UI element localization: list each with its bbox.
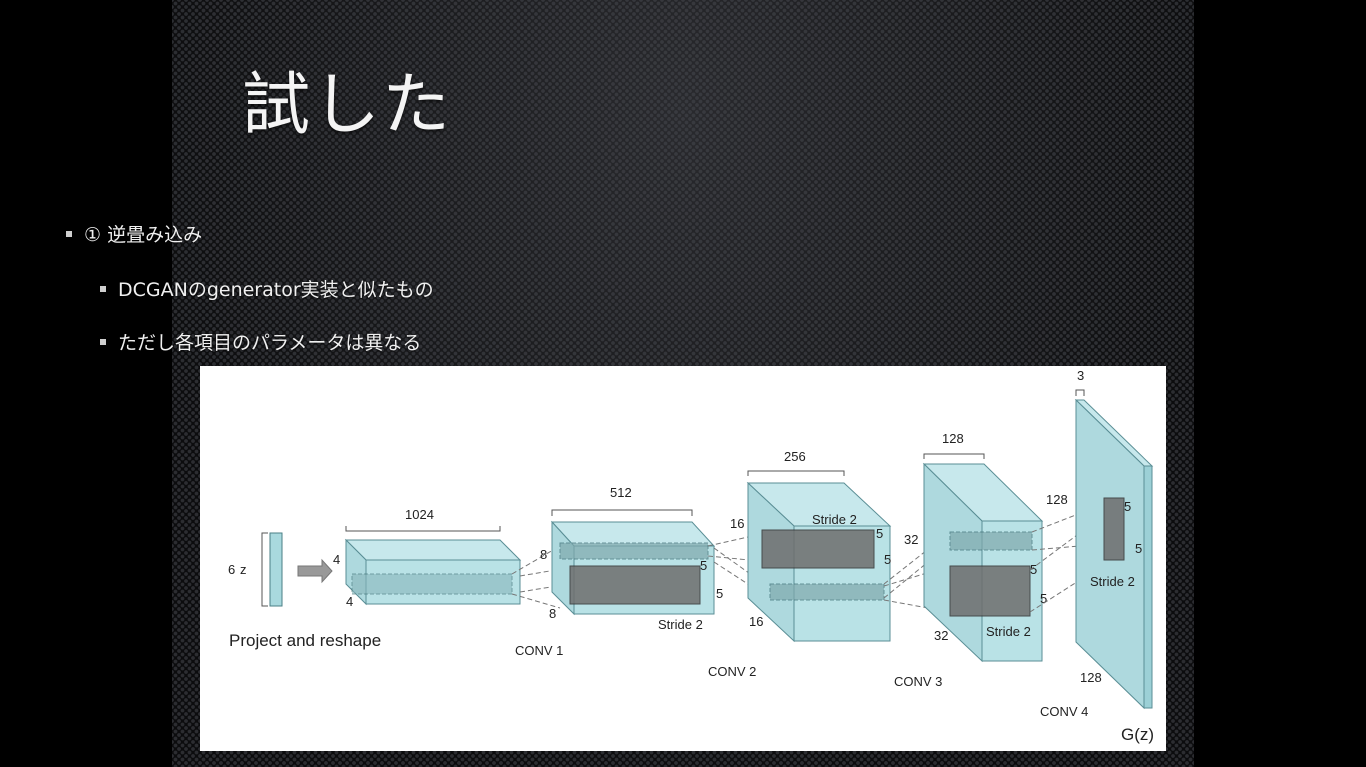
conv2-kernel-h: 5 xyxy=(700,558,707,573)
conv3-kernel-h: 5 xyxy=(876,526,883,541)
conv2-caption: CONV 2 xyxy=(708,664,756,679)
conv4-block: 128 32 32 5 5 Stride 2 CONV 4 xyxy=(904,431,1088,719)
slide-title: 試した xyxy=(242,66,453,145)
conv1-block: 1024 4 4 CONV 1 xyxy=(333,507,563,658)
conv3-block: 256 16 16 5 5 Stride 2 CONV 3 xyxy=(730,449,942,689)
bullet-text: ① 逆畳み込み xyxy=(84,224,203,246)
conv4-stride-label: Stride 2 xyxy=(986,624,1031,639)
conv3-kernel-w: 5 xyxy=(884,552,891,567)
output-kernel-h: 5 xyxy=(1124,499,1131,514)
output-kernel-w: 5 xyxy=(1135,541,1142,556)
conv1-depth-label: 1024 xyxy=(405,507,434,522)
conv4-kernel-w: 5 xyxy=(1040,591,1047,606)
bullet-marker xyxy=(100,285,106,292)
conv1-caption: CONV 1 xyxy=(515,643,563,658)
conv1-h-label: 4 xyxy=(333,552,340,567)
conv2-h-label: 8 xyxy=(540,547,547,562)
conv3-h-label: 16 xyxy=(730,516,744,531)
bullet-marker xyxy=(66,230,72,237)
output-caption: G(z) xyxy=(1121,725,1154,744)
output-image-block: 3 128 128 5 5 Stride 2 G(z) xyxy=(1046,368,1154,744)
output-w-label: 128 xyxy=(1080,670,1102,685)
bullet-text: DCGANのgenerator実装と似たもの xyxy=(118,279,434,301)
output-stride-label: Stride 2 xyxy=(1090,574,1135,589)
conv2-stride-label: Stride 2 xyxy=(658,617,703,632)
conv2-w-label: 8 xyxy=(549,606,556,621)
conv2-kernel-w: 5 xyxy=(716,586,723,601)
input-vector-z: 6 z Project and reshape xyxy=(228,532,381,650)
conv3-depth-label: 256 xyxy=(784,449,806,464)
bullet-text: ただし各項目のパラメータは異なる xyxy=(118,332,422,354)
conv4-caption: CONV 4 xyxy=(1040,704,1088,719)
input-size-label: 6 xyxy=(228,562,235,577)
bullet-marker xyxy=(100,338,106,345)
conv4-kernel-h: 5 xyxy=(1030,562,1037,577)
conv4-h-label: 32 xyxy=(904,532,918,547)
conv3-w-label: 16 xyxy=(749,614,763,629)
reshape-arrow xyxy=(297,558,333,584)
bullet-level1: ① 逆畳み込み xyxy=(66,226,202,245)
conv3-stride-label: Stride 2 xyxy=(812,512,857,527)
bullet-level2: ただし各項目のパラメータは異なる xyxy=(100,334,421,353)
input-var-label: z xyxy=(240,562,247,577)
conv2-depth-label: 512 xyxy=(610,485,632,500)
output-depth-label: 3 xyxy=(1077,368,1084,383)
output-h-label: 128 xyxy=(1046,492,1068,507)
bullet-level2: DCGANのgenerator実装と似たもの xyxy=(100,281,434,300)
conv2-block: 512 8 8 5 5 Stride 2 CONV 2 xyxy=(540,485,756,679)
conv4-depth-label: 128 xyxy=(942,431,964,446)
conv4-w-label: 32 xyxy=(934,628,948,643)
project-reshape-caption: Project and reshape xyxy=(229,631,381,650)
conv1-w-label: 4 xyxy=(346,594,353,609)
dcgan-generator-diagram: 6 z Project and reshape 1024 4 4 CONV 1 … xyxy=(200,366,1166,751)
conv3-caption: CONV 3 xyxy=(894,674,942,689)
